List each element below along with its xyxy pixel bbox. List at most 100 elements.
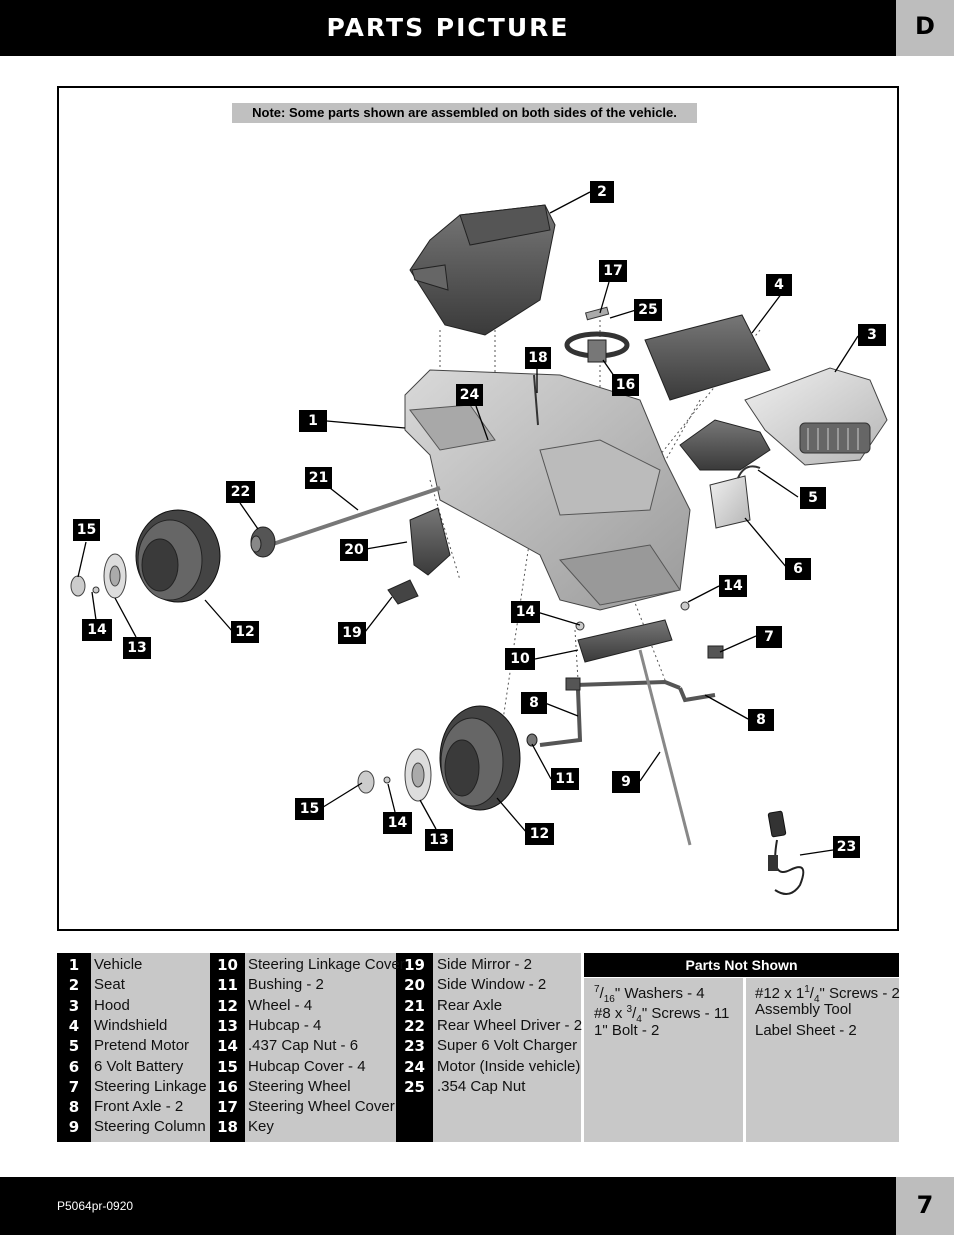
item-text: " Screws - 2 <box>819 985 900 1002</box>
parts-not-shown-item: 1" Bolt - 2 <box>594 1021 659 1041</box>
steering-wheel-part <box>564 306 630 363</box>
bushing-part <box>526 733 538 747</box>
callout-11: 11 <box>551 768 579 790</box>
parts-not-shown-right <box>746 978 899 1142</box>
callout-22: 22 <box>226 481 255 503</box>
front-hubcap-part <box>357 748 432 802</box>
fraction-numerator: 7 <box>594 984 600 995</box>
legend-item-number: 8 <box>68 1098 80 1117</box>
charger-part <box>767 810 805 895</box>
legend-item-number: 25 <box>404 1077 425 1096</box>
callout-13-rear: 13 <box>123 637 151 659</box>
fraction-numerator: 3 <box>626 1004 633 1016</box>
legend-item-name: Side Window - 2 <box>437 976 547 994</box>
fraction-denominator: 16 <box>603 994 615 1005</box>
legend-number-column <box>396 953 433 1142</box>
steering-linkage-cover-part <box>577 619 673 663</box>
pretend-motor-part <box>679 419 771 471</box>
rear-wheel-driver-part <box>250 526 276 558</box>
seat-part <box>409 204 556 336</box>
legend-item-name: Key <box>248 1118 274 1136</box>
callout-8-rear: 8 <box>748 709 774 731</box>
item-text: Label Sheet - 2 <box>755 1021 857 1039</box>
legend-item-number: 13 <box>217 1016 238 1035</box>
callout-17: 17 <box>599 260 627 282</box>
legend-item-number: 23 <box>404 1037 425 1056</box>
callout-5: 5 <box>800 487 826 509</box>
legend-item-number: 19 <box>404 956 425 974</box>
legend-item-number: 3 <box>68 996 80 1015</box>
callout-12-rear: 12 <box>231 621 259 643</box>
legend-item-name: Wheel - 4 <box>248 996 313 1014</box>
legend-item-number: 1 <box>68 956 80 974</box>
legend-text-column <box>245 953 396 1142</box>
legend-item-name: Front Axle - 2 <box>94 1098 184 1116</box>
callout-4: 4 <box>766 274 792 296</box>
legend-item-name: Hood <box>94 996 130 1014</box>
fraction-numerator: 1 <box>804 984 810 995</box>
legend-text-column <box>433 953 581 1142</box>
item-text: " Screws - 11 <box>641 1005 730 1023</box>
legend-item-name: Rear Axle <box>437 996 503 1014</box>
legend-item-name: 6 Volt Battery <box>94 1057 184 1075</box>
callout-1: 1 <box>299 410 327 432</box>
callout-14-body: 14 <box>719 575 747 597</box>
callout-18: 18 <box>525 347 551 369</box>
legend-item-number: 20 <box>404 976 425 995</box>
legend-item-name: Super 6 Volt Charger <box>437 1037 578 1055</box>
rear-wheel-part <box>135 509 221 603</box>
legend-number-column <box>57 953 91 1142</box>
legend-item-name: Rear Wheel Driver - 2 <box>437 1016 583 1034</box>
legend-item-number: 6 <box>68 1057 80 1076</box>
parts-not-shown-item: Assembly Tool <box>755 1000 851 1020</box>
legend-item-number: 21 <box>404 996 425 1015</box>
legend-item-name: .437 Cap Nut - 6 <box>248 1037 359 1055</box>
fraction-denominator: 4 <box>813 994 820 1005</box>
item-text: #12 x 1 <box>755 985 805 1002</box>
legend-item-number: 5 <box>68 1037 80 1056</box>
legend-item-name: Steering Wheel <box>248 1077 351 1095</box>
legend-item-number: 10 <box>217 956 238 974</box>
item-text: #8 x <box>594 1005 627 1023</box>
legend-text-column <box>91 953 210 1142</box>
side-mirror-part <box>387 579 419 605</box>
callout-15-front: 15 <box>295 798 324 820</box>
page-header: PARTS PICTURE <box>0 0 896 56</box>
legend-item-number: 18 <box>217 1118 238 1137</box>
legend-item-name: Steering Column <box>94 1118 206 1136</box>
page-footer <box>0 1177 896 1235</box>
callout-16: 16 <box>612 374 639 396</box>
side-window-part <box>409 507 451 576</box>
legend-item-number: 24 <box>404 1057 425 1076</box>
legend-item-name: Steering Wheel Cover <box>248 1098 395 1116</box>
windshield-part <box>644 314 771 401</box>
legend-item-number: 7 <box>68 1077 80 1096</box>
callout-6: 6 <box>785 558 811 580</box>
callout-21: 21 <box>305 467 332 489</box>
parts-not-shown-title: Parts Not Shown <box>584 953 899 977</box>
page-number: 7 <box>916 1191 934 1219</box>
legend-item-name: Steering Linkage <box>94 1077 207 1095</box>
legend-item-number: 14 <box>217 1037 238 1056</box>
section-tab: D <box>896 0 954 56</box>
parts-not-shown-item: 7/16" Washers - 4 <box>594 984 705 1005</box>
legend-item-name: Windshield <box>94 1016 168 1034</box>
item-text: " Washers - 4 <box>614 985 705 1002</box>
legend-item-name: Bushing - 2 <box>248 976 324 994</box>
assembly-note: Note: Some parts shown are assembled on … <box>232 103 697 123</box>
callout-15-rear: 15 <box>73 519 100 541</box>
legend-item-name: Motor (Inside vehicle) <box>437 1057 581 1075</box>
page-title: PARTS PICTURE <box>326 13 570 42</box>
callout-23: 23 <box>833 836 860 858</box>
legend-item-number: 16 <box>217 1077 238 1096</box>
callout-14-linkage: 14 <box>511 601 540 623</box>
callout-14-rear: 14 <box>82 619 112 641</box>
legend-item-number: 17 <box>217 1098 238 1117</box>
legend-item-number: 15 <box>217 1057 238 1076</box>
callout-9: 9 <box>612 771 640 793</box>
front-wheel-part <box>439 705 521 811</box>
legend-item-name: Pretend Motor <box>94 1037 190 1055</box>
page-number-tab: 7 <box>896 1177 954 1235</box>
callout-10: 10 <box>505 648 535 670</box>
legend-item-name: Seat <box>94 976 125 994</box>
